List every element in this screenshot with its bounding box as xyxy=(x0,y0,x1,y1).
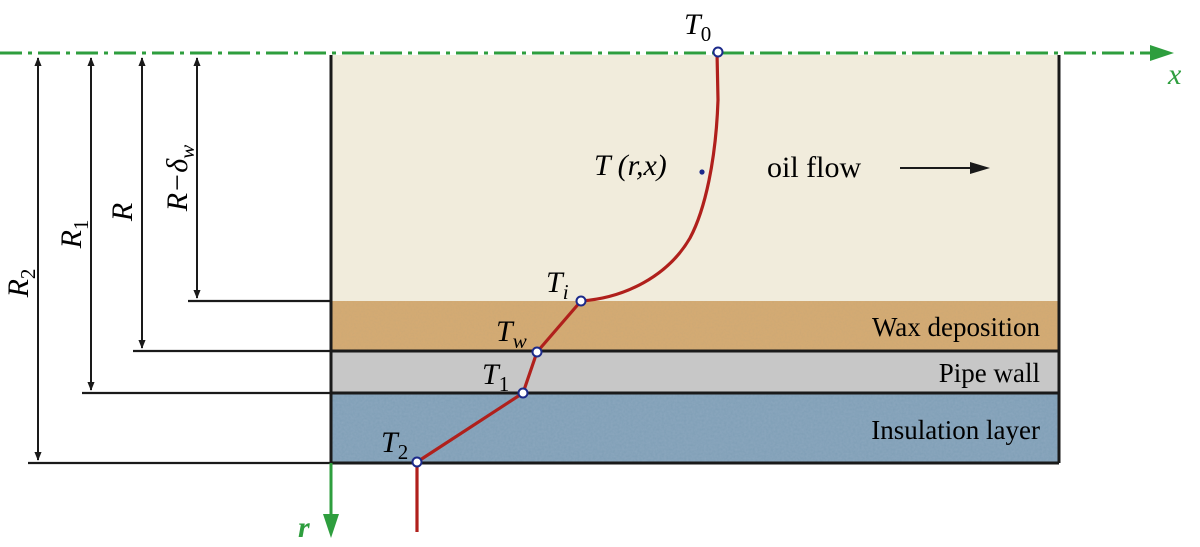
pipe-wall-layer xyxy=(331,351,1059,393)
pipe-wall-label: Pipe wall xyxy=(939,358,1040,388)
r-axis xyxy=(323,463,339,538)
t0-marker xyxy=(712,46,724,58)
oil-flow-label: oil flow xyxy=(767,151,861,184)
insulation-layer-label: Insulation layer xyxy=(871,415,1040,445)
oil-flow-arrow xyxy=(900,162,990,174)
extension-lines xyxy=(28,299,331,465)
t-rx-point xyxy=(699,169,705,175)
ti-marker xyxy=(575,295,587,307)
r-label: R xyxy=(106,203,139,222)
wax-deposition-label: Wax deposition xyxy=(872,312,1041,342)
t1-marker xyxy=(517,387,529,399)
profile-markers xyxy=(411,46,724,468)
insulation-layer xyxy=(331,393,1059,463)
r1-label: R1 xyxy=(55,220,93,250)
tw-label: Tw xyxy=(496,315,527,353)
x-axis xyxy=(0,45,1174,61)
r-minus-delta-label: R−δw xyxy=(161,145,199,213)
ti-label: Ti xyxy=(546,266,569,304)
oil-region xyxy=(331,55,1059,301)
t-rx-label: T (r,x) xyxy=(594,149,667,182)
t0-label: T0 xyxy=(684,8,711,46)
x-axis-label: x xyxy=(1167,58,1182,91)
temperature-profile-curve xyxy=(415,51,720,532)
t2-label: T2 xyxy=(381,426,408,464)
r2-label: R2 xyxy=(2,269,40,299)
r-axis-label: r xyxy=(298,511,310,544)
wax-deposition-layer xyxy=(331,301,1059,351)
pipe-outline xyxy=(329,55,1061,465)
t2-marker xyxy=(411,456,423,468)
t1-label: T1 xyxy=(482,358,509,396)
tw-marker xyxy=(531,346,543,358)
dimension-arrows xyxy=(34,57,201,461)
